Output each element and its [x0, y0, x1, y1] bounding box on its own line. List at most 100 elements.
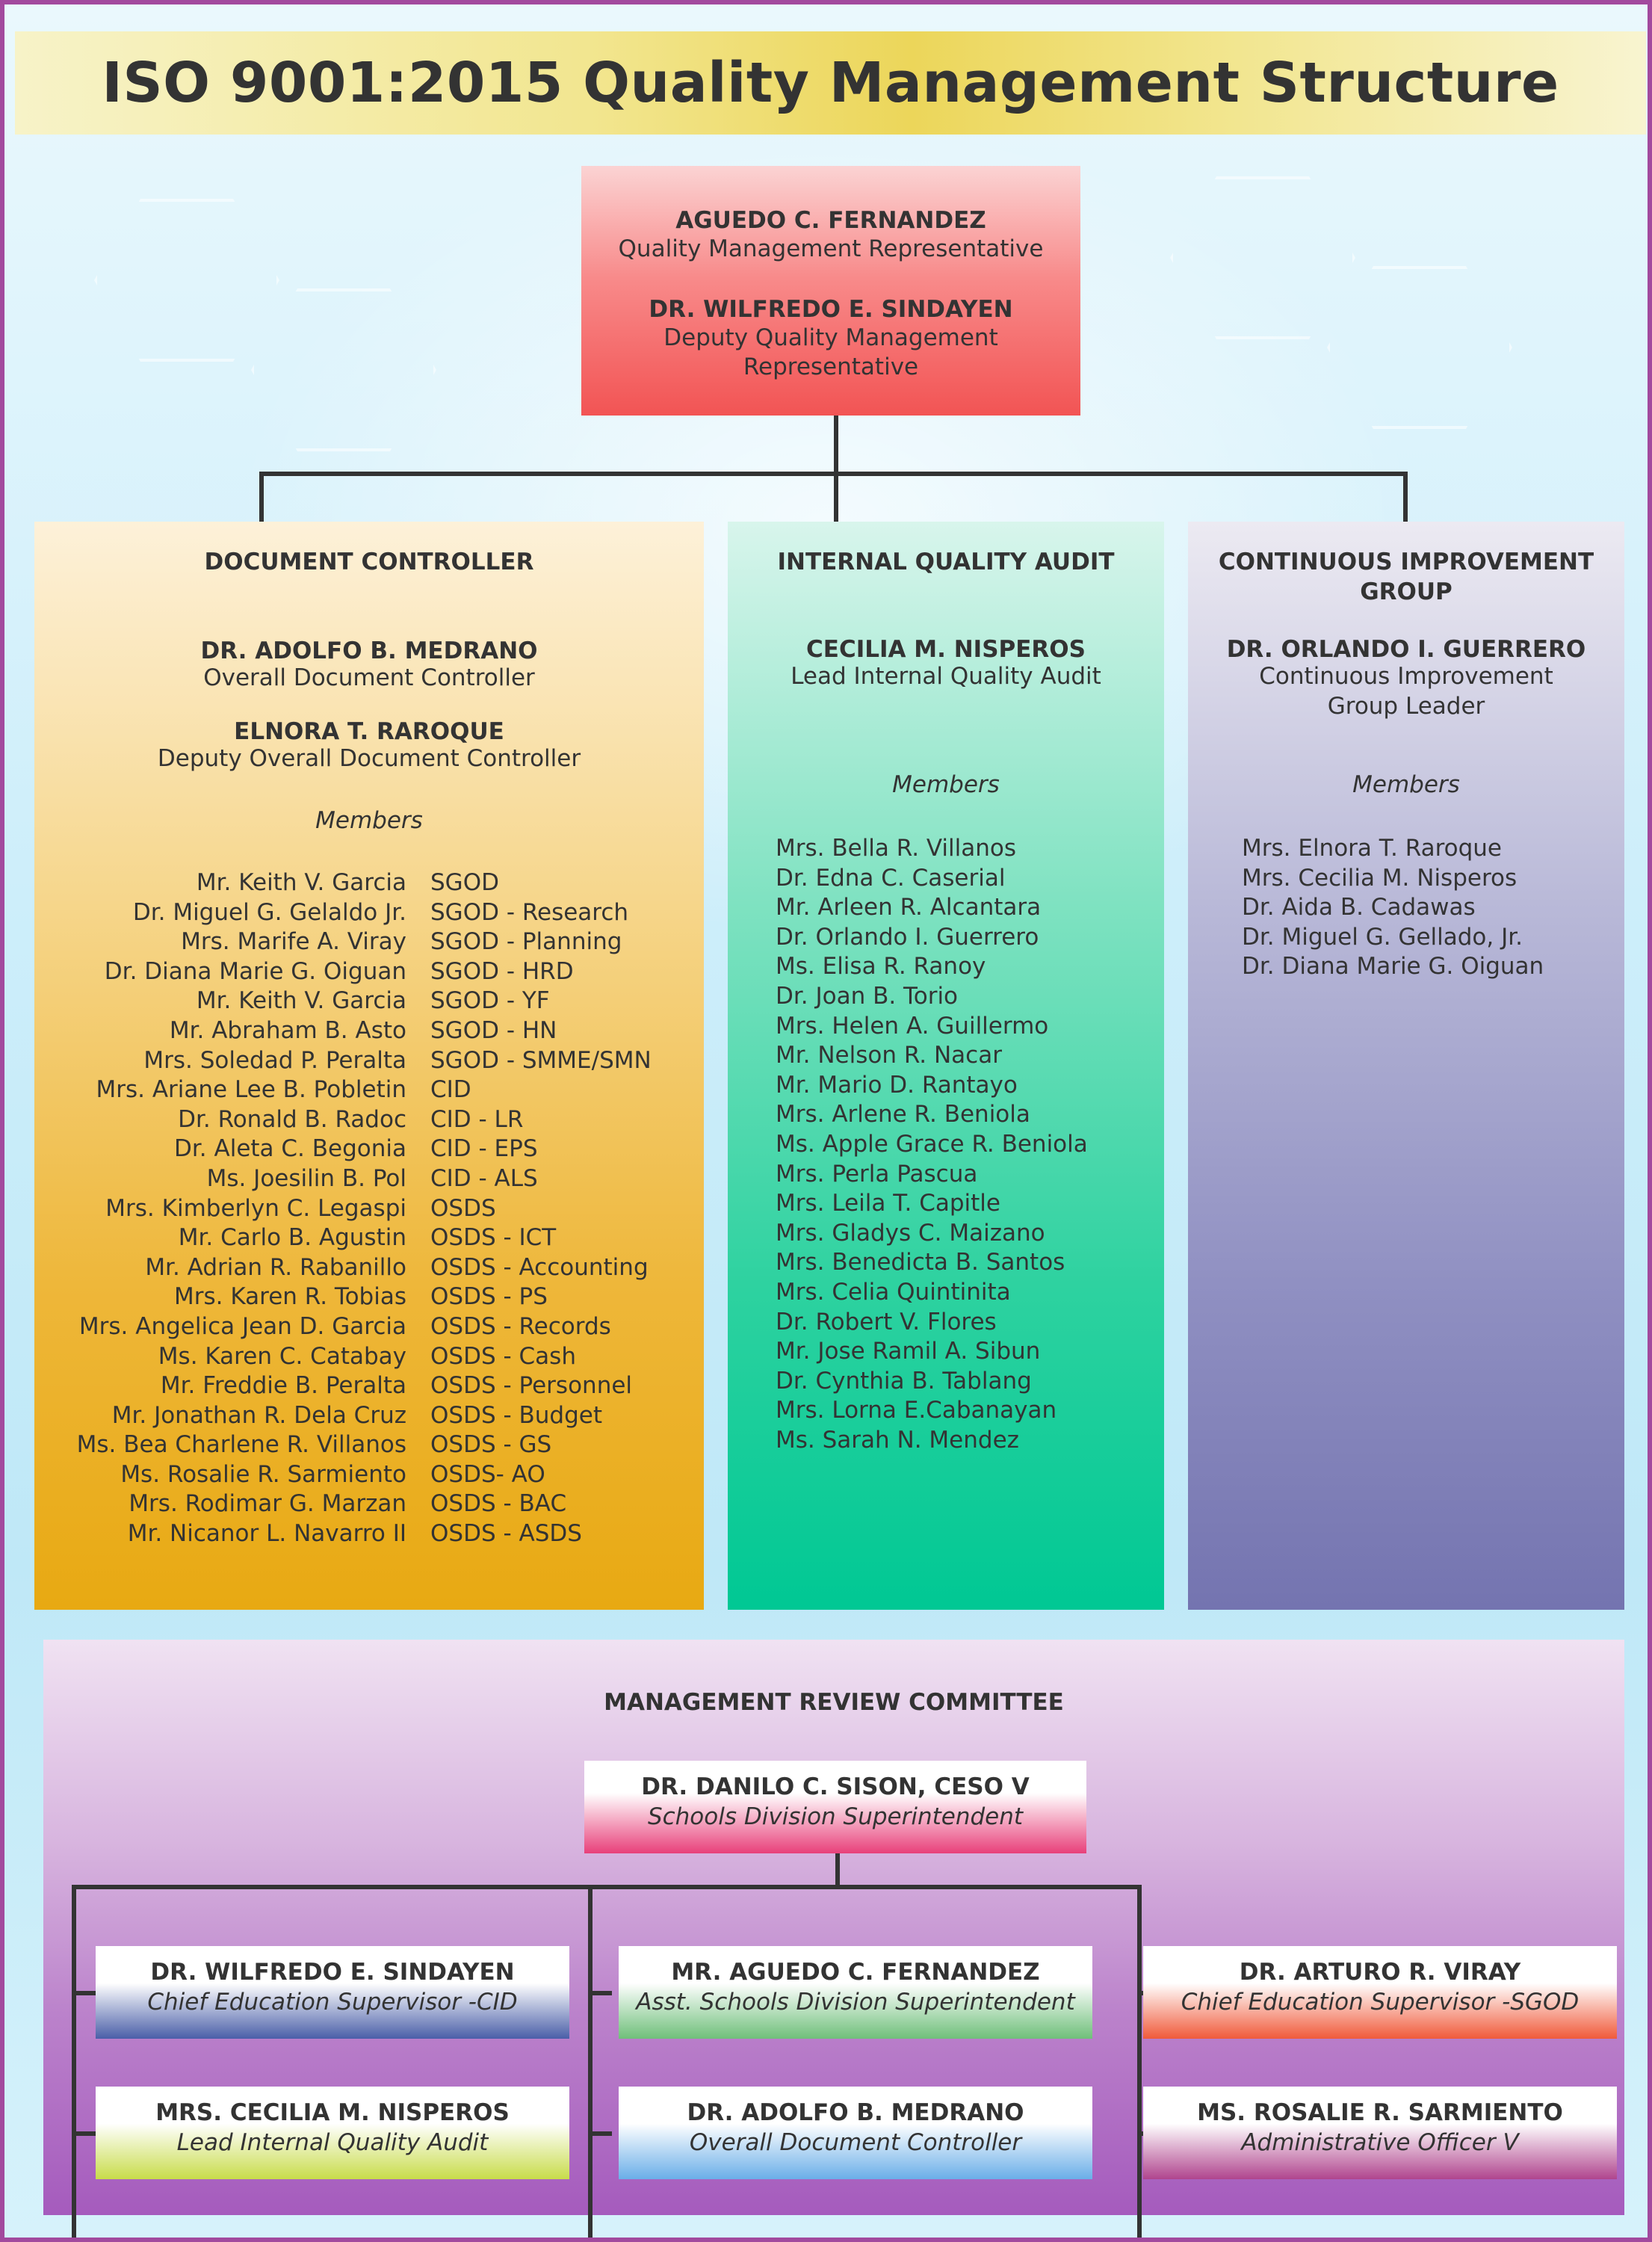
connector-line	[588, 1991, 612, 1995]
connector-line	[835, 1853, 840, 1889]
committee-member-box: MRS. CECILIA M. NISPEROS Lead Internal Q…	[96, 2087, 569, 2179]
list-item: Mrs. Helen A. Guillermo	[776, 1012, 1049, 1040]
connector-line	[72, 1991, 96, 1995]
list-item: Mrs. Leila T. Capitle	[776, 1190, 1000, 1217]
committee-member-role: Administrative Officer V	[1241, 2129, 1519, 2156]
list-item: Dr. Diana Marie G. Oiguan	[1242, 953, 1544, 981]
superintendent-box: DR. DANILO C. SISON, CESO V Schools Divi…	[584, 1761, 1086, 1853]
cig-lead-name: DR. ORLANDO I. GUERRERO	[1226, 636, 1586, 663]
list-item: Mr. Nelson R. Nacar	[776, 1042, 1002, 1069]
cig-lead-role-line2: Group Leader	[1327, 693, 1485, 720]
list-item: Dr. Miguel G. Gelaldo Jr.SGOD - Research	[132, 898, 629, 926]
connector-line	[1403, 472, 1408, 522]
list-item: Ms. Sarah N. Mendez	[776, 1426, 1019, 1454]
audit-lead-name: CECILIA M. NISPEROS	[806, 636, 1086, 663]
list-item: Dr. Cynthia B. Tablang	[776, 1367, 1032, 1395]
cig-members-list: Mrs. Elnora T. Raroque Mrs. Cecilia M. N…	[1242, 834, 1544, 982]
audit-members-label: Members	[892, 771, 1000, 798]
hexagon-decoration	[94, 199, 279, 362]
qmr-name: AGUEDO C. FERNANDEZ	[675, 207, 986, 234]
cig-lead-role-line1: Continuous Improvement	[1259, 663, 1553, 690]
doc-lead-name: DR. ADOLFO B. MEDRANO	[200, 637, 538, 664]
list-item: Mr. Arleen R. Alcantara	[776, 894, 1042, 921]
audit-members-list: Mrs. Bella R. Villanos Dr. Edna C. Caser…	[776, 834, 1088, 1455]
superintendent-name: DR. DANILO C. SISON, CESO V	[641, 1773, 1030, 1800]
connector-line	[259, 472, 264, 522]
connector-line	[1137, 1885, 1142, 2238]
hexagon-decoration	[251, 288, 436, 451]
list-item: Mrs. Benedicta B. Santos	[776, 1249, 1065, 1276]
hexagon-decoration	[1170, 176, 1355, 339]
list-item: Mrs. Bella R. Villanos	[776, 835, 1017, 862]
connector-line	[259, 472, 1408, 476]
committee-member-box: MS. ROSALIE R. SARMIENTO Administrative …	[1143, 2087, 1617, 2179]
list-item: Dr. Aida B. Cadawas	[1242, 894, 1476, 921]
list-item: Mrs. Celia Quintinita	[776, 1278, 1011, 1306]
list-item: Dr. Orlando I. Guerrero	[776, 923, 1039, 951]
doc-members-label: Members	[315, 807, 423, 834]
connector-line	[834, 416, 838, 522]
document-controller-column: DOCUMENT CONTROLLER DR. ADOLFO B. MEDRAN…	[34, 522, 704, 1610]
connector-line	[588, 2131, 612, 2136]
committee-member-name: DR. WILFREDO E. SINDAYEN	[150, 1959, 515, 1986]
committee-member-role: Lead Internal Quality Audit	[176, 2129, 489, 2156]
doc-deputy-name: ELNORA T. RAROQUE	[234, 718, 504, 745]
committee-member-role: Chief Education Supervisor -SGOD	[1181, 1989, 1580, 2016]
list-item: Ms. Apple Grace R. Beniola	[776, 1130, 1088, 1158]
list-item: Ms. Elisa R. Ranoy	[776, 953, 986, 981]
list-item: Mr. Mario D. Rantayo	[776, 1071, 1018, 1099]
committee-member-name: DR. ADOLFO B. MEDRANO	[687, 2099, 1024, 2126]
committee-member-name: DR. ARTURO R. VIRAY	[1239, 1959, 1521, 1986]
cig-members-label: Members	[1352, 771, 1460, 798]
committee-member-box: MR. AGUEDO C. FERNANDEZ Asst. Schools Di…	[619, 1946, 1092, 2039]
list-item: Mrs. Elnora T. Raroque	[1242, 835, 1503, 862]
list-item: Mrs. Lorna E.Cabanayan	[776, 1397, 1057, 1424]
doc-lead-role: Overall Document Controller	[203, 664, 535, 691]
internal-audit-heading: INTERNAL QUALITY AUDIT	[777, 549, 1115, 575]
list-item: Mr. Jose Ramil A. Sibun	[776, 1338, 1041, 1365]
committee-member-name: MS. ROSALIE R. SARMIENTO	[1197, 2099, 1563, 2126]
list-item: Mrs. Cecilia M. Nisperos	[1242, 864, 1518, 892]
list-item: Dr. Joan B. Torio	[776, 982, 959, 1010]
committee-member-box: DR. WILFREDO E. SINDAYEN Chief Education…	[96, 1946, 569, 2039]
connector-line	[588, 1885, 593, 2238]
committee-member-role: Overall Document Controller	[689, 2129, 1022, 2156]
superintendent-role: Schools Division Superintendent	[647, 1803, 1024, 1830]
committee-member-name: MRS. CECILIA M. NISPEROS	[155, 2099, 510, 2126]
deputy-qmr-name: DR. WILFREDO E. SINDAYEN	[649, 296, 1013, 323]
committee-member-name: MR. AGUEDO C. FERNANDEZ	[671, 1959, 1040, 1986]
document-controller-heading: DOCUMENT CONTROLLER	[204, 549, 534, 575]
management-review-committee-panel: MANAGEMENT REVIEW COMMITTEE DR. DANILO C…	[43, 1640, 1624, 2238]
quality-management-representative-box: AGUEDO C. FERNANDEZ Quality Management R…	[581, 166, 1080, 416]
list-item: Dr. Miguel G. Gellado, Jr.	[1242, 923, 1523, 951]
audit-lead-role: Lead Internal Quality Audit	[791, 663, 1101, 690]
internal-quality-audit-column: INTERNAL QUALITY AUDIT CECILIA M. NISPER…	[728, 522, 1164, 1610]
list-item: Mrs. Gladys C. Maizano	[776, 1219, 1045, 1247]
committee-member-box: DR. ARTURO R. VIRAY Chief Education Supe…	[1143, 1946, 1617, 2039]
continuous-improvement-column: CONTINUOUS IMPROVEMENT GROUP DR. ORLANDO…	[1188, 522, 1624, 1610]
qmr-role: Quality Management Representative	[618, 235, 1044, 262]
list-item: Mrs. Arlene R. Beniola	[776, 1101, 1030, 1128]
management-review-heading: MANAGEMENT REVIEW COMMITTEE	[604, 1689, 1064, 1716]
committee-member-role: Chief Education Supervisor -CID	[147, 1989, 518, 2016]
